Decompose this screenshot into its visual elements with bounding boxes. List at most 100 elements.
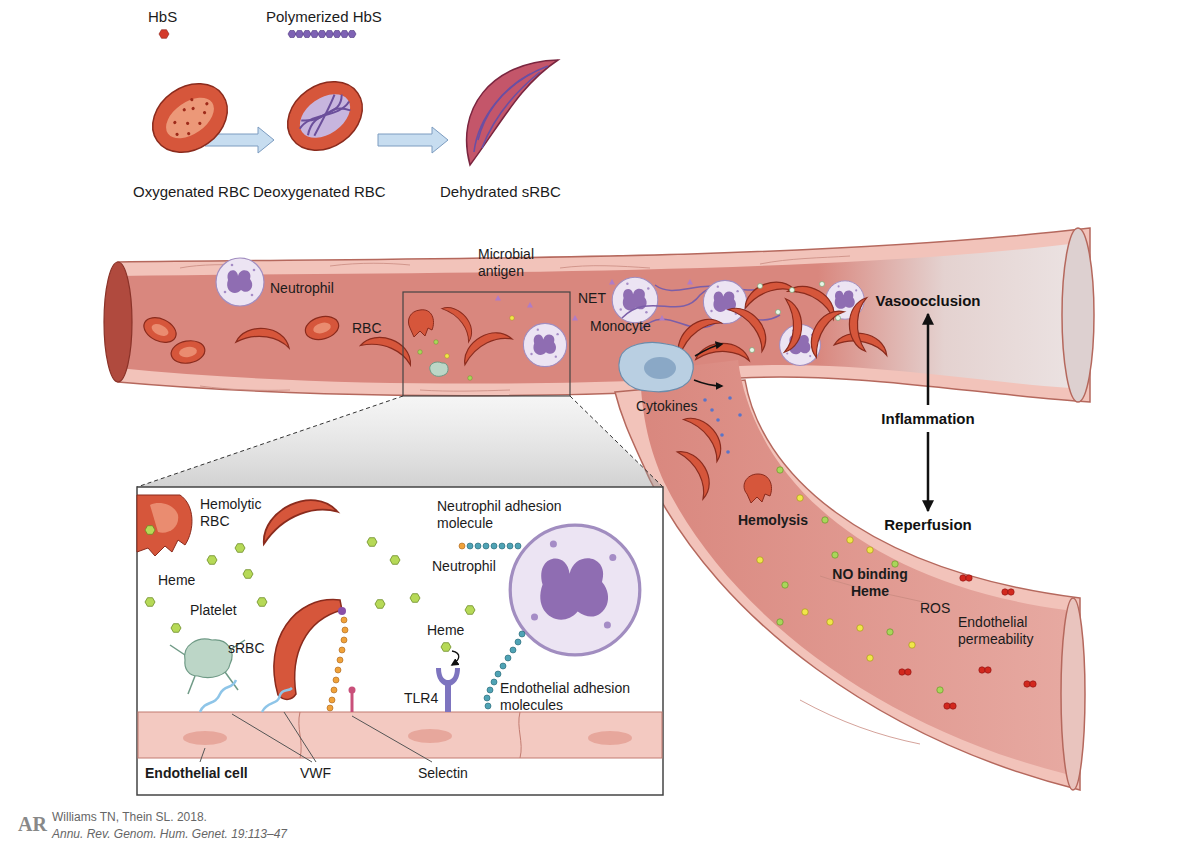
- inset-panel: [467, 543, 473, 549]
- inset-panel: [274, 600, 342, 700]
- hemolysis-branch: [802, 609, 808, 615]
- left-blood-cells: [140, 258, 417, 372]
- node-text: Reperfusion: [884, 516, 972, 533]
- zoom-region: [430, 362, 448, 376]
- vasoocclusion-cluster: [696, 339, 752, 369]
- inset-panel: [337, 657, 343, 663]
- text-label: Microbial antigen: [478, 246, 550, 280]
- hemolysis-branch: [744, 474, 771, 503]
- hemolysis-branch: [867, 547, 873, 553]
- zoom-region: [418, 350, 422, 354]
- text-label: Oxygenated RBC: [133, 183, 250, 201]
- polymerization-sequence: [163, 92, 217, 142]
- polymerization-sequence: [175, 132, 179, 136]
- text-label: Heme: [158, 572, 195, 589]
- text-label: Hemolytic RBC: [200, 496, 280, 530]
- inset-panel: [185, 639, 232, 677]
- text-label: Endothelial cell: [145, 765, 248, 782]
- polymerization-sequence: [139, 30, 558, 167]
- zoom-region: [403, 292, 578, 396]
- inset-panel: [352, 716, 432, 762]
- inset-panel: [243, 570, 253, 579]
- polymerization-sequence: [467, 60, 558, 165]
- polymerization-sequence: [288, 31, 296, 38]
- vasoocclusion-cluster: [790, 288, 795, 293]
- text-label: TLR4: [404, 690, 438, 707]
- inset-panel: [483, 543, 489, 549]
- inset-panel: [137, 487, 663, 795]
- hemolysis-branch: [909, 642, 915, 648]
- inset-panel: [137, 495, 192, 556]
- hemolysis-branch: [847, 537, 853, 543]
- inset-panel: [495, 671, 501, 677]
- inset-panel: [145, 526, 155, 535]
- polymerization-sequence: [139, 70, 240, 167]
- process-label: Vasoocclusion: [872, 290, 983, 311]
- polymerization-sequence: [378, 127, 448, 153]
- left-blood-cells: [140, 313, 180, 347]
- text-label: HbS: [148, 8, 177, 26]
- vasoocclusion-cluster: [834, 325, 891, 363]
- hemolysis-branch: [867, 655, 873, 661]
- vasoocclusion-cluster: [750, 348, 755, 353]
- zoom-connector: [137, 396, 663, 487]
- zoom-region: [510, 316, 514, 320]
- inset-panel: [200, 748, 205, 762]
- inset-panel: [465, 606, 475, 615]
- vasoocclusion-cluster: [776, 299, 806, 355]
- polymerization-sequence: [326, 31, 334, 38]
- inset-panel: [188, 676, 195, 694]
- polymerization-sequence: [301, 94, 350, 137]
- inset-panel: [342, 627, 348, 633]
- vasoocclusion-cluster: [758, 284, 763, 289]
- polymerization-sequence: [292, 85, 359, 147]
- inset-panel: [256, 493, 341, 544]
- polymerization-sequence: [182, 108, 186, 112]
- inset-panel: [507, 543, 513, 549]
- hemolysis-branch: [777, 619, 783, 625]
- inset-panel: [500, 663, 506, 669]
- hemolysis-branch: [782, 582, 788, 588]
- monocyte: [694, 380, 722, 386]
- inset-panel: [284, 712, 316, 762]
- inset-panel: [183, 731, 227, 745]
- vasoocclusion-cluster: [836, 316, 841, 321]
- hemolysis-branch: [1002, 589, 1014, 595]
- polymerization-sequence: [186, 131, 190, 135]
- polymerization-sequence: [478, 74, 530, 140]
- vasoocclusion-cluster: [703, 280, 746, 323]
- inset-panel: [145, 598, 155, 607]
- polymerization-sequence: [299, 95, 350, 135]
- polymerization-sequence: [173, 120, 177, 124]
- polymerization-sequence: [274, 68, 375, 165]
- inset-panel: [171, 624, 181, 633]
- hemolysis-branch: [677, 445, 715, 502]
- text-label: Endothelial adhesion molecules: [500, 680, 650, 714]
- hemolysis-branch: [979, 667, 991, 673]
- inset-panel: [299, 712, 521, 758]
- zoom-region: [403, 292, 570, 396]
- text-label: Selectin: [418, 765, 468, 782]
- text-label: Cytokines: [636, 398, 697, 415]
- inset-panel: [484, 695, 490, 701]
- zoom-connector: [137, 396, 403, 487]
- zoom-region: [408, 310, 433, 337]
- hemolysis-branch: [857, 625, 863, 631]
- polymerization-sequence: [202, 110, 206, 114]
- text-label: Neutrophil: [432, 558, 496, 575]
- text-label: Williams TN, Thein SL. 2018.: [52, 810, 207, 824]
- hemolysis-branch: [960, 575, 972, 581]
- text-label: Platelet: [190, 602, 237, 619]
- hemolysis-branch: [827, 619, 833, 625]
- zoom-connector: [137, 396, 663, 487]
- inset-panel: [519, 712, 521, 758]
- polymerization-sequence: [190, 97, 194, 101]
- inset-panel: [207, 556, 217, 565]
- left-blood-cells: [169, 338, 206, 366]
- inset-panel: [333, 677, 339, 683]
- inset-panel: [338, 607, 346, 615]
- inset-panel: [200, 712, 432, 762]
- hemolysis-branch: [832, 552, 838, 558]
